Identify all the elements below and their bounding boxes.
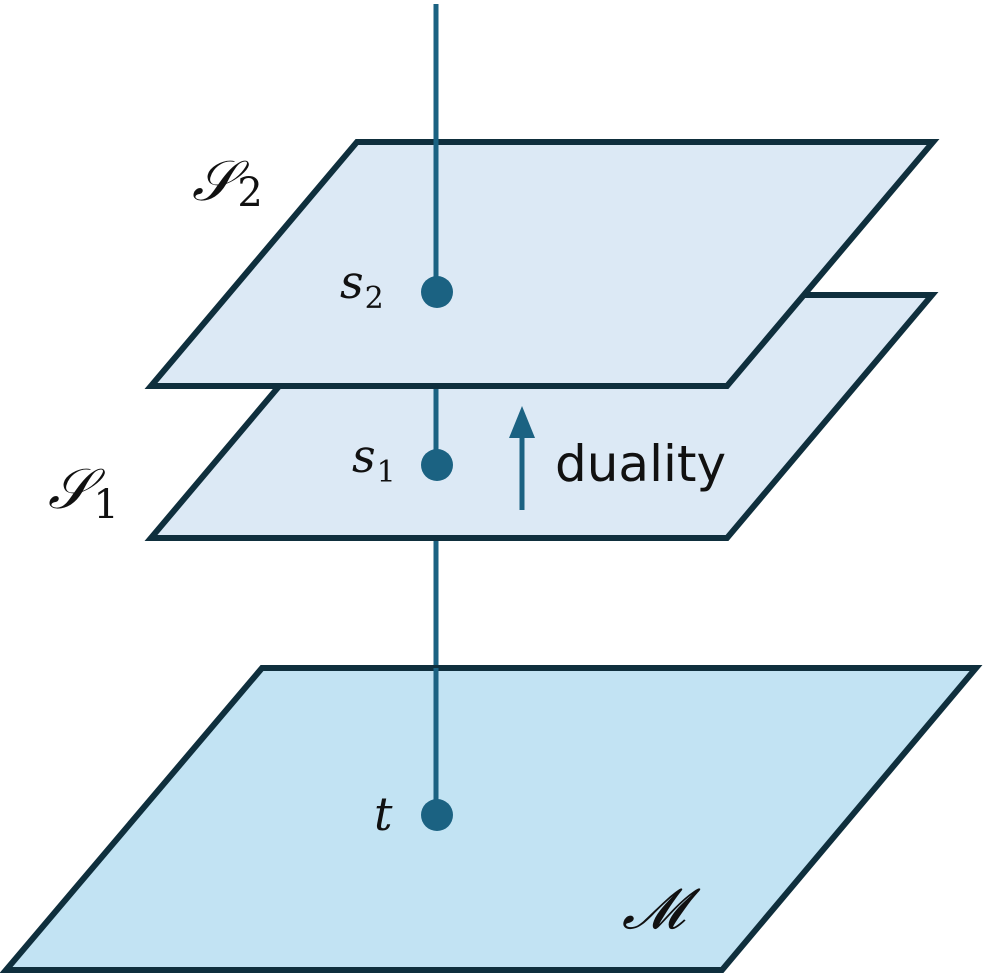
point-t-label: t [374, 787, 393, 841]
point-s2-label: s2 [340, 255, 384, 316]
up-arrow-icon [509, 406, 535, 510]
duality-label: duality [555, 435, 726, 493]
base-plane-m [0, 665, 983, 973]
plane-s2-index: 2 [237, 170, 262, 216]
point-s2-name: s [340, 255, 364, 309]
point-s1 [421, 449, 453, 481]
point-s1-label: s1 [352, 429, 396, 490]
point-s2 [421, 276, 453, 308]
point-s1-name: s [352, 429, 376, 483]
plane-s2-label: 𝒮2 [192, 149, 263, 216]
plane-s2 [144, 139, 940, 389]
plane-s1-index: 1 [93, 482, 118, 528]
point-s1-index: 1 [377, 455, 396, 490]
plane-s1-label: 𝒮1 [48, 457, 119, 528]
point-t [421, 799, 453, 831]
point-s2-index: 2 [365, 281, 384, 316]
